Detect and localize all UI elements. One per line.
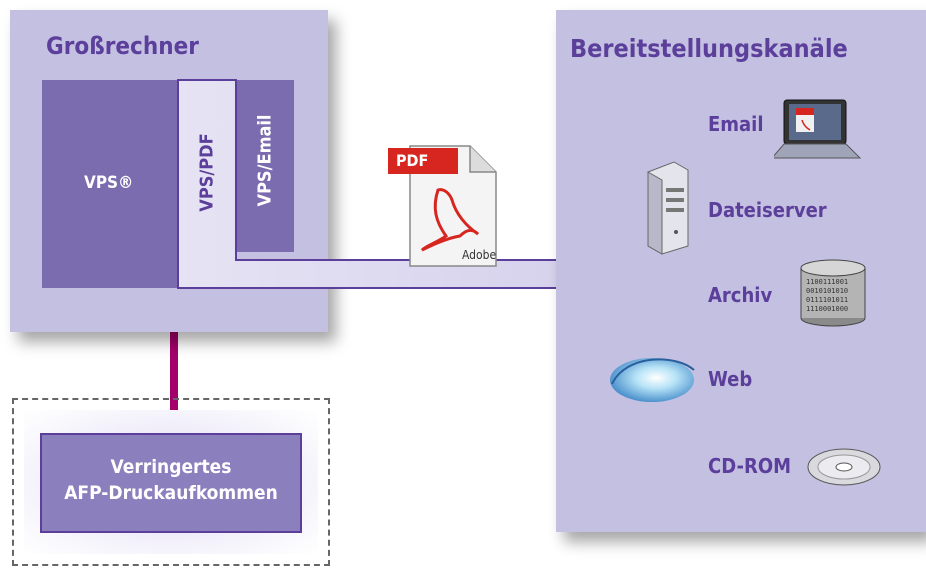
svg-text:0111101011: 0111101011 [806,296,848,304]
connector-line [170,332,178,436]
vps-pdf-label: VPS/PDF [196,133,218,212]
database-icon: 1100111001 0010101010 0111101011 1110001… [800,259,866,327]
reduced-print-line1: Verringertes [110,456,232,478]
vps-block [42,80,178,288]
reduced-print-frame [12,398,330,566]
laptop-icon [774,99,862,159]
svg-text:0010101010: 0010101010 [806,287,848,295]
pdf-badge: PDF [396,151,429,170]
cd-icon [807,448,881,486]
channel-email-label: Email [708,112,764,136]
vps-email-label: VPS/Email [254,114,276,207]
web-orb-icon [610,358,695,402]
vps-label: VPS® [84,173,134,193]
server-icon [647,161,689,255]
pdf-brand: Adobe [462,248,497,262]
svg-text:1110001000: 1110001000 [806,305,848,313]
channels-title: Bereitstellungskanäle [570,34,848,63]
channel-dateiserver-label: Dateiserver [708,198,827,222]
pdf-document-icon [388,145,497,267]
svg-text:1100111001: 1100111001 [806,278,848,286]
channel-web-label: Web [708,367,753,391]
reduced-print-line2: AFP-Druckaufkommen [64,482,278,504]
channel-cdrom-label: CD-ROM [708,454,792,478]
reduced-print-box [40,433,302,533]
vps-email-block [236,80,294,252]
mainframe-title: Großrechner [46,32,199,60]
channel-archiv-label: Archiv [708,283,773,307]
